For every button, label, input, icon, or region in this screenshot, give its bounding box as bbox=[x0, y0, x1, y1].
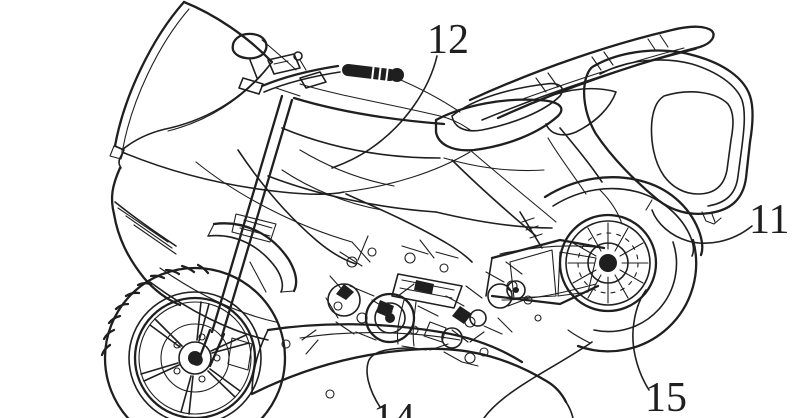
front-fender bbox=[207, 222, 298, 293]
callout-label-15: 15 bbox=[645, 375, 687, 418]
handlebar bbox=[260, 64, 471, 131]
leader-line-14 bbox=[366, 347, 415, 408]
front-wheel bbox=[100, 263, 287, 418]
callout-labels: 12 11 15 14 bbox=[373, 17, 789, 418]
side-pannier bbox=[583, 49, 754, 225]
luggage-rack bbox=[468, 25, 715, 121]
front-fork bbox=[191, 87, 301, 368]
callout-label-11: 11 bbox=[749, 197, 789, 243]
callout-label-12: 12 bbox=[427, 17, 469, 63]
windshield bbox=[109, 0, 274, 169]
fuel-tank bbox=[267, 96, 553, 263]
throttle-grip bbox=[342, 62, 404, 83]
swingarm bbox=[485, 238, 606, 306]
rear-fender bbox=[543, 176, 704, 257]
leader-line-12 bbox=[331, 55, 438, 169]
leader-line-15 bbox=[632, 289, 650, 391]
belly-pan bbox=[250, 323, 574, 418]
leader-line-cropped bbox=[483, 341, 593, 418]
callout-leaders bbox=[331, 55, 753, 418]
tail-section bbox=[451, 127, 603, 249]
callout-label-14: 14 bbox=[373, 396, 415, 418]
engine bbox=[301, 235, 542, 367]
seat bbox=[434, 87, 617, 152]
grab-rail bbox=[451, 82, 564, 132]
leader-line-11 bbox=[651, 209, 753, 244]
